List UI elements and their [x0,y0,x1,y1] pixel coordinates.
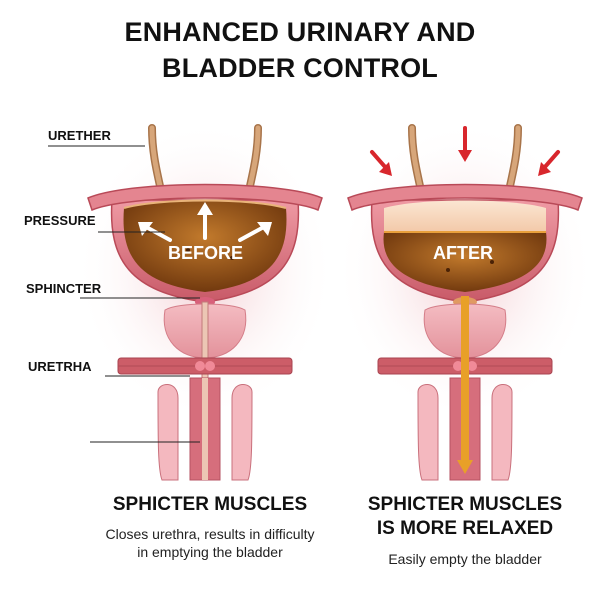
before-heading: SPHICTER MUSCLES [90,493,330,517]
after-urine-flow [461,296,469,462]
title-line-2: BLADDER CONTROL [162,53,438,83]
after-heading-line-2: IS MORE RELAXED [376,518,554,539]
label-sphincter: SPHINCTER [26,281,102,296]
after-urine [383,232,547,292]
after-heading-line-1: SPHICTER MUSCLES [367,494,563,515]
after-pressure-arrows [370,126,560,176]
before-description: Closes urethra, results in difficulty in… [105,526,315,560]
before-top-band [87,183,323,212]
after-flow-arrowhead [457,460,473,474]
before-badge: BEFORE [168,243,244,263]
before-urine [123,200,287,292]
after-heading: SPHICTER MUSCLES IS MORE RELAXED [340,493,590,541]
leader-lines [48,145,200,443]
page-title: ENHANCED URINARY AND BLADDER CONTROL [0,14,600,86]
after-shaft-left [417,384,439,481]
after-top-band [347,183,583,212]
label-pressure: PRESSURE [24,213,96,228]
label-uretrha: URETRHA [28,359,92,374]
after-diagram [335,120,595,481]
before-shaft-left [157,384,179,481]
before-shaft-right [231,384,253,481]
before-heading-text: SPHICTER MUSCLES [112,494,308,515]
after-description: Easily empty the bladder [388,551,542,567]
title-line-1: ENHANCED URINARY AND [124,17,476,47]
after-badge: AFTER [433,243,493,263]
after-shaft-right [491,384,513,481]
label-urether: URETHER [48,128,111,143]
before-diagram [75,120,335,481]
after-empty-cavity [384,200,546,232]
